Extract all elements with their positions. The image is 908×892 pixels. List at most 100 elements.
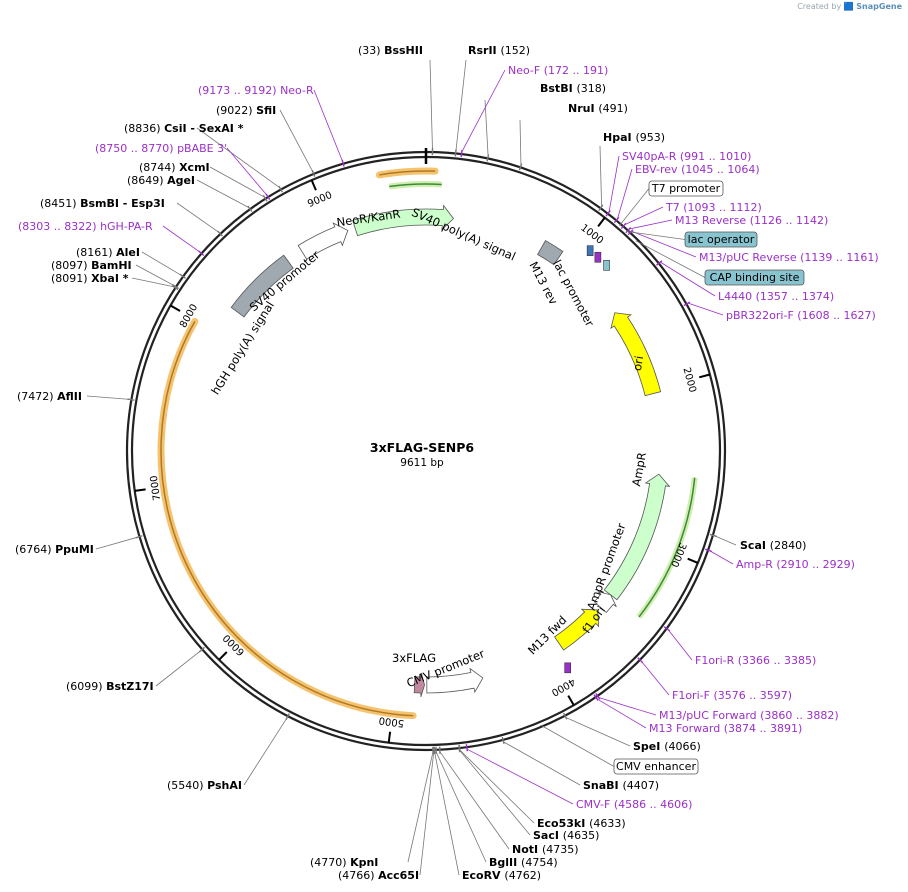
- primer-part: Neo-F: [508, 64, 544, 77]
- feature-box[interactable]: [613, 758, 699, 775]
- feature-box[interactable]: [684, 231, 758, 248]
- feature-box[interactable]: [704, 269, 805, 286]
- site-name: Acc65I: [378, 869, 419, 882]
- feature-box[interactable]: [648, 180, 724, 197]
- restriction-site[interactable]: ScaI (2840): [740, 539, 806, 552]
- site-position: (8161): [76, 246, 116, 259]
- leader-line: [155, 650, 201, 687]
- restriction-site[interactable]: RsrII (152): [468, 44, 530, 57]
- site-position: (6764): [15, 543, 55, 556]
- restriction-site[interactable]: EcoRV (4762): [462, 869, 541, 882]
- feature-layer: [230, 204, 671, 698]
- restriction-site[interactable]: (33) BssHII: [358, 44, 423, 57]
- restriction-site[interactable]: (8161) AleI: [76, 246, 140, 259]
- restriction-site[interactable]: HpaI (953): [603, 131, 665, 144]
- site-position: (4762): [504, 869, 541, 882]
- feature-ori[interactable]: [610, 312, 662, 397]
- restriction-site[interactable]: SacI (4635): [533, 829, 599, 842]
- site-name: CsiI - SexAI *: [164, 122, 244, 135]
- primer-site[interactable]: (8303 .. 8322) hGH-PA-R: [18, 220, 153, 233]
- primer-part: pBR322ori-F: [726, 309, 797, 322]
- primer-site[interactable]: (9173 .. 9192) Neo-R: [198, 84, 314, 97]
- site-position: (4754): [521, 856, 558, 869]
- restriction-site[interactable]: SnaBI (4407): [583, 779, 659, 792]
- restriction-site[interactable]: SpeI (4066): [633, 740, 701, 753]
- primer-site[interactable]: L4440 (1357 .. 1374): [718, 290, 834, 303]
- primer-site[interactable]: CMV-F (4586 .. 4606): [576, 798, 692, 811]
- primer-site[interactable]: T7 (1093 .. 1112): [665, 201, 762, 214]
- feature-3xflag[interactable]: [413, 672, 425, 698]
- restriction-site[interactable]: (6099) BstZ17I: [66, 680, 154, 693]
- restriction-site[interactable]: (4770) KpnI: [310, 856, 378, 869]
- feature-box-label: T7 promoter: [651, 182, 721, 195]
- restriction-site[interactable]: (8649) AgeI: [127, 174, 195, 187]
- restriction-site[interactable]: (8097) BamHI: [51, 259, 132, 272]
- primer-part: (1139 .. 1161): [800, 251, 879, 264]
- restriction-site[interactable]: (8451) BsmBI - Esp3I: [40, 197, 165, 210]
- primer-site[interactable]: Neo-F (172 .. 191): [508, 64, 608, 77]
- leader-line: [86, 395, 130, 400]
- primer-site[interactable]: M13 Reverse (1126 .. 1142): [675, 214, 828, 227]
- restriction-site[interactable]: BstBI (318): [540, 82, 606, 95]
- site-tick: [465, 744, 469, 752]
- orf-highlight: [157, 317, 417, 720]
- primer-part: (1608 .. 1627): [797, 309, 876, 322]
- primer-site[interactable]: pBR322ori-F (1608 .. 1627): [726, 309, 876, 322]
- primer-site[interactable]: EBV-rev (1045 .. 1064): [635, 163, 760, 176]
- site-name: NruI: [568, 102, 598, 115]
- site-position: (5540): [167, 779, 207, 792]
- primer-site[interactable]: M13 Forward (3874 .. 3891): [649, 722, 802, 735]
- restriction-site[interactable]: (7472) AflII: [17, 390, 82, 403]
- primer-site[interactable]: M13/pUC Forward (3860 .. 3882): [659, 709, 839, 722]
- feature-f1-ori[interactable]: [553, 608, 600, 651]
- plasmid-name: 3xFLAG-SENP6: [370, 440, 475, 455]
- primer-site[interactable]: Amp-R (2910 .. 2929): [736, 558, 855, 571]
- leader-line: [461, 69, 506, 153]
- primer-site[interactable]: M13/pUC Reverse (1139 .. 1161): [699, 251, 879, 264]
- feature-sv40-promoter[interactable]: [297, 222, 349, 260]
- tick-mark: [170, 304, 181, 312]
- small-feature-mark: [586, 245, 594, 256]
- feature-cmv-promoter[interactable]: [426, 667, 484, 694]
- primer-part: (8750 .. 8770): [95, 142, 177, 155]
- primer-site[interactable]: (8750 .. 8770) pBABE 3': [95, 142, 227, 155]
- feature-sv40-poly-a-signal[interactable]: [537, 240, 564, 266]
- restriction-site[interactable]: (8744) XcmI: [139, 161, 210, 174]
- feature-neor-kanr[interactable]: [352, 204, 455, 237]
- site-tick: [217, 230, 223, 237]
- restriction-site[interactable]: (6764) PpuMI: [15, 543, 94, 556]
- feature-ampr-promoter[interactable]: [593, 591, 617, 614]
- restriction-site[interactable]: (8091) XbaI *: [51, 272, 129, 285]
- snapgene-logo-icon: 🟦: [843, 2, 854, 11]
- site-tick: [709, 533, 717, 538]
- site-position: (4735): [542, 843, 579, 856]
- leader-line: [714, 535, 737, 546]
- primer-site[interactable]: F1ori-F (3576 .. 3597): [672, 689, 792, 702]
- primer-part: M13 Forward: [649, 722, 724, 735]
- site-name: AflII: [57, 390, 82, 403]
- tick-label: 1000: [578, 223, 605, 247]
- primer-part: Neo-R: [280, 84, 314, 97]
- site-tick: [598, 204, 604, 212]
- primer-part: EBV-rev: [635, 163, 681, 176]
- restriction-site[interactable]: (4766) Acc65I: [338, 869, 419, 882]
- restriction-site[interactable]: NotI (4735): [512, 843, 579, 856]
- restriction-site[interactable]: NruI (491): [568, 102, 628, 115]
- restriction-site[interactable]: Eco53kI (4633): [537, 817, 626, 830]
- site-position: (4635): [563, 829, 600, 842]
- site-tick: [171, 285, 179, 291]
- restriction-site[interactable]: (8836) CsiI - SexAI *: [124, 122, 244, 135]
- leader-line: [631, 230, 697, 258]
- site-position: (8097): [51, 259, 91, 272]
- site-tick: [172, 284, 179, 290]
- restriction-site[interactable]: BglII (4754): [489, 856, 558, 869]
- primer-site[interactable]: SV40pA-R (991 .. 1010): [622, 150, 751, 163]
- primer-site[interactable]: F1ori-R (3366 .. 3385): [695, 654, 816, 667]
- site-tick: [285, 713, 290, 721]
- leader-line: [625, 231, 686, 240]
- feature-hgh-poly-a-signal[interactable]: [230, 254, 294, 318]
- restriction-site[interactable]: (5540) PshAI: [167, 779, 242, 792]
- restriction-site[interactable]: (9022) SfiI: [216, 104, 276, 117]
- site-position: (953): [635, 131, 665, 144]
- site-name: BglII: [489, 856, 521, 869]
